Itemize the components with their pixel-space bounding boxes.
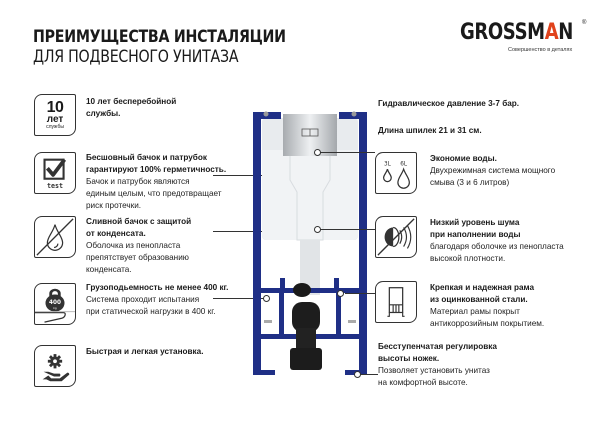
svg-text:kg: kg xyxy=(53,306,57,310)
svg-text:3L: 3L xyxy=(384,161,392,167)
page-title: ПРЕИМУЩЕСТВА ИНСТАЛЯЦИИ ДЛЯ ПОДВЕСНОГО У… xyxy=(33,27,286,67)
registered-mark: ® xyxy=(582,20,587,26)
feature-water-economy: Экономие воды. Двухрежимная система мощн… xyxy=(430,154,556,187)
gear-hand-icon xyxy=(34,345,76,387)
svg-text:400: 400 xyxy=(49,300,61,306)
spec-pressure: Гидравлическое давление 3-7 бар. xyxy=(378,99,520,108)
title-line-2: ДЛЯ ПОДВЕСНОГО УНИТАЗА xyxy=(33,47,239,66)
title-line-1: ПРЕИМУЩЕСТВА ИНСТАЛЯЦИИ xyxy=(33,27,286,46)
callout-dot xyxy=(314,149,321,156)
feature-easy-install: Быстрая и легкая установка. xyxy=(86,347,204,356)
callout-line xyxy=(213,231,265,232)
test-checkmark-icon: test xyxy=(34,152,76,194)
no-condensation-drop-icon xyxy=(34,216,76,258)
feature-steel-frame: Крепкая и надежная рама из оцинкованной … xyxy=(430,283,545,328)
logo-tagline: Совершенство в деталях xyxy=(508,47,573,53)
callout-line xyxy=(320,229,375,230)
callout-dot xyxy=(263,295,270,302)
water-drops-3l-6l-icon: 3L 6L xyxy=(375,152,417,194)
spec-stud-length: Длина шпилек 21 и 31 см. xyxy=(378,126,482,135)
callout-dot xyxy=(354,371,361,378)
feature-condensation-protection: Сливной бачок с защитой от конденсата. О… xyxy=(86,217,192,274)
callout-line xyxy=(360,374,378,375)
callout-line xyxy=(345,293,375,294)
feature-service-life: 10 лет бесперебойной службы. xyxy=(86,97,177,118)
brand-logo: GROSSMAN ® Совершенство в деталях xyxy=(460,20,598,53)
svg-text:test: test xyxy=(47,182,63,190)
callout-line xyxy=(320,152,375,153)
callout-dot xyxy=(314,226,321,233)
muted-speaker-icon xyxy=(375,216,417,258)
feature-adjustable-legs: Бесступенчатая регулировка высоты ножек.… xyxy=(378,342,497,387)
kettlebell-weight-icon: 400 kg xyxy=(34,283,76,325)
steel-frame-icon xyxy=(375,281,417,323)
callout-line xyxy=(213,175,265,176)
ten-years-service-icon: 10 лет службы xyxy=(34,94,76,136)
feature-load-capacity: Грузоподьемность не менее 400 кг. Систем… xyxy=(86,283,229,316)
feature-low-noise: Низкий уровень шума при наполнении воды … xyxy=(430,218,564,263)
installation-frame-illustration xyxy=(250,110,370,385)
logo-wordmark: GROSSMAN xyxy=(460,20,573,45)
svg-text:6L: 6L xyxy=(400,161,408,167)
feature-seamless-tank: Бесшовный бачок и патрубок гарантируют 1… xyxy=(86,153,227,210)
callout-dot xyxy=(337,290,344,297)
callout-line xyxy=(213,298,265,299)
